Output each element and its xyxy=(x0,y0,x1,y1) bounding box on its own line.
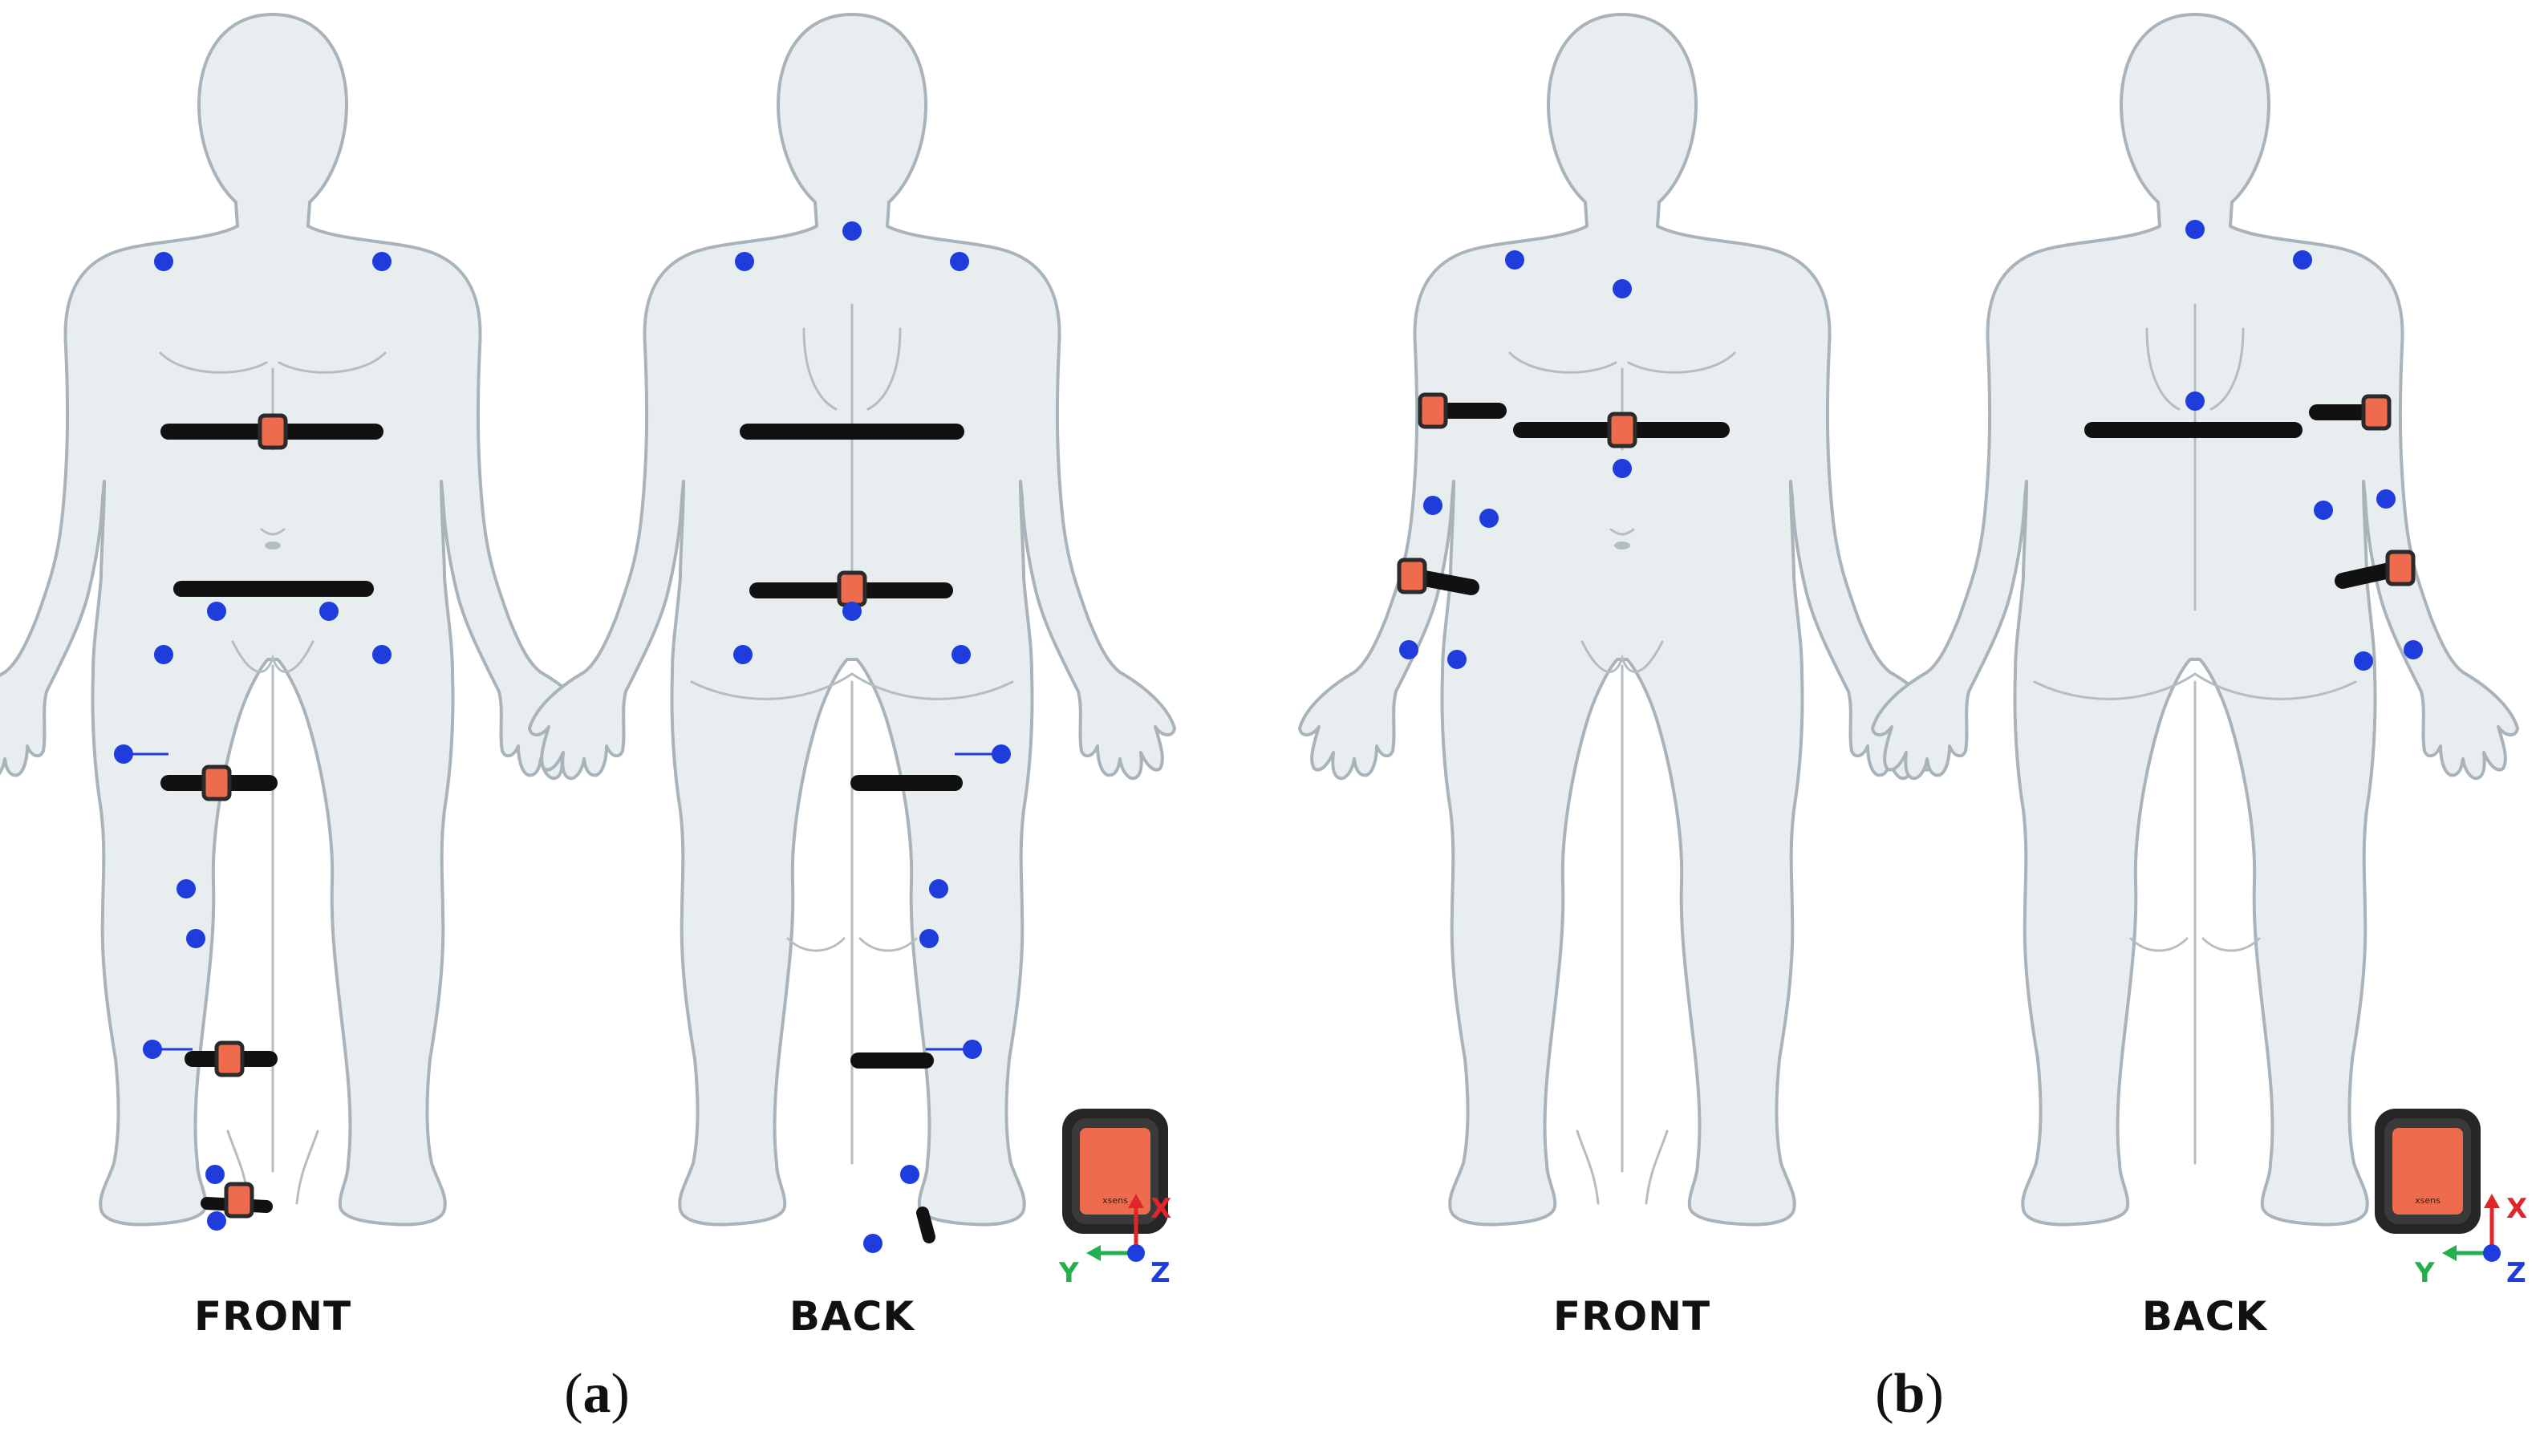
marker-dot xyxy=(735,252,754,271)
marker-dot xyxy=(842,221,862,241)
marker-dot xyxy=(143,1040,162,1059)
view-title-back-a: BACK xyxy=(789,1293,916,1340)
marker-dot xyxy=(186,929,205,948)
marker-dot xyxy=(2185,220,2205,239)
marker-dot xyxy=(2404,640,2423,659)
marker-dot xyxy=(951,645,971,664)
sensor-forearm xyxy=(2388,552,2413,584)
marker-dot xyxy=(919,929,939,948)
sensor-forearm xyxy=(1399,560,1425,592)
panel-a: FRONT xyxy=(0,13,1176,1425)
y-axis-label: Y xyxy=(2414,1257,2435,1289)
marker-dot xyxy=(1423,496,1442,515)
marker-dot xyxy=(2376,489,2396,509)
marker-dot xyxy=(992,744,1011,764)
marker-dot xyxy=(154,645,173,664)
imu-sensor-icon xyxy=(2375,1109,2481,1234)
sensor-chest xyxy=(260,416,286,448)
marker-set-back-b xyxy=(2185,220,2423,671)
marker-dot xyxy=(207,602,226,621)
marker-set-front-a xyxy=(114,252,392,1231)
sensor-chest xyxy=(1609,414,1635,446)
marker-dot xyxy=(863,1234,882,1253)
marker-dot xyxy=(154,252,173,271)
marker-dot xyxy=(1399,640,1418,659)
marker-dot xyxy=(963,1040,982,1059)
view-title-front-b: FRONT xyxy=(1553,1293,1710,1340)
marker-dot xyxy=(1479,509,1499,528)
marker-dot xyxy=(2314,501,2333,520)
marker-set-back-a xyxy=(733,221,1011,1253)
view-title-front-a: FRONT xyxy=(194,1293,351,1340)
sensor-upper-arm xyxy=(2363,396,2389,428)
sensor-upper-arm xyxy=(1420,395,1446,427)
marker-dot xyxy=(114,744,133,764)
marker-dot xyxy=(929,879,948,898)
marker-set-front-b xyxy=(1399,250,1632,669)
marker-dot xyxy=(2185,391,2205,411)
front-figure-a: FRONT xyxy=(0,13,597,1340)
sensor-brand: xsens xyxy=(1102,1195,1128,1206)
sensor-thigh xyxy=(204,767,229,799)
marker-dot xyxy=(950,252,969,271)
view-title-back-b: BACK xyxy=(2142,1293,2269,1340)
marker-dot xyxy=(2354,651,2373,671)
z-axis-label: Z xyxy=(2506,1257,2526,1289)
front-figure-b: FRONT xyxy=(1298,13,1946,1340)
marker-dot xyxy=(205,1165,225,1184)
marker-dot xyxy=(176,879,196,898)
marker-dot xyxy=(1613,279,1632,298)
panel-b: FRONT BACK xsens xyxy=(1298,13,2527,1425)
body-silhouette xyxy=(0,13,597,1227)
marker-dot xyxy=(733,645,753,664)
axis-triad-a: X Y Z xyxy=(1058,1193,1171,1289)
panel-label-a: (a) xyxy=(564,1363,630,1425)
axis-triad-b: X Y Z xyxy=(2414,1193,2527,1289)
x-axis-label: X xyxy=(2506,1193,2527,1225)
marker-dot xyxy=(372,645,392,664)
back-figure-a: BACK xyxy=(528,13,1176,1340)
marker-dot xyxy=(842,602,862,621)
sensor-pelvis xyxy=(839,573,865,605)
sensor-foot xyxy=(226,1184,252,1216)
heel-strap xyxy=(916,1207,935,1243)
marker-dot xyxy=(319,602,339,621)
marker-dot xyxy=(372,252,392,271)
sensor-axes-icon-b: xsens xyxy=(2375,1109,2481,1234)
sensor-shank xyxy=(217,1043,242,1075)
marker-dot xyxy=(207,1211,226,1231)
panel-label-b: (b) xyxy=(1875,1363,1944,1425)
y-axis-label: Y xyxy=(1058,1257,1079,1289)
z-axis-label: Z xyxy=(1150,1257,1171,1289)
marker-dot xyxy=(900,1165,919,1184)
back-figure-b: BACK xyxy=(1871,13,2519,1340)
sensor-axes-icon-a: xsens xyxy=(1062,1109,1168,1234)
marker-dot xyxy=(1613,459,1632,478)
marker-dot xyxy=(2293,250,2312,270)
marker-dot xyxy=(1447,650,1467,669)
x-axis-label: X xyxy=(1150,1193,1171,1225)
marker-dot xyxy=(1505,250,1524,270)
sensor-brand: xsens xyxy=(2415,1195,2441,1206)
